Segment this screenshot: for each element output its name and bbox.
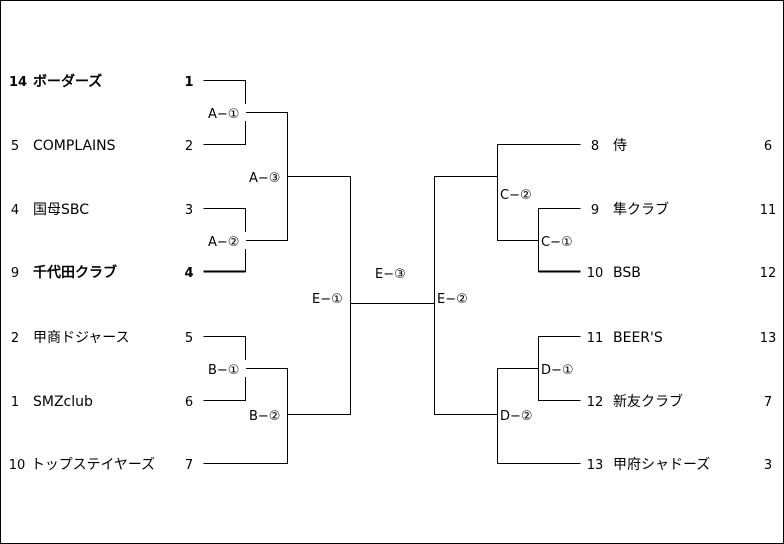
label-bg (559, 232, 579, 249)
match-label-b1: B−① (208, 363, 239, 378)
label-bg (226, 232, 246, 249)
team-seed: 4 (11, 203, 19, 218)
slot-number: 3 (185, 203, 193, 218)
right-team-row: 13 甲府シャドーズ 3 (587, 457, 772, 473)
team-name: 国母SBC (33, 202, 89, 218)
team-seed: 13 (760, 331, 777, 346)
team-name: ボーダーズ (33, 73, 102, 90)
slot-number: 8 (591, 139, 599, 154)
left-team-row: 9 千代田クラブ 4 (11, 264, 194, 281)
team-name: 甲府シャドーズ (613, 457, 710, 473)
match-label-e1: E−① (312, 292, 343, 307)
team-name: SMZclub (33, 394, 93, 410)
team-seed: 2 (11, 331, 19, 346)
label-bg (455, 289, 475, 306)
label-bg (226, 104, 246, 121)
label-bg (267, 406, 287, 423)
label-bg (518, 406, 538, 423)
label-bg (226, 360, 246, 377)
slot-number: 13 (587, 458, 604, 473)
team-name: 甲商ドジャース (33, 330, 130, 346)
team-seed: 7 (764, 395, 772, 410)
label-bg (518, 185, 538, 202)
right-team-row: 9 隼クラブ 11 (591, 201, 776, 218)
bracket-line (287, 176, 351, 415)
team-seed: 12 (760, 266, 777, 281)
slot-number: 12 (587, 395, 604, 410)
right-team-row: 12 新友クラブ 7 (587, 393, 772, 410)
team-name: 侍 (613, 138, 627, 154)
slot-number: 7 (185, 458, 193, 473)
left-team-row: 10 トップステイヤーズ 7 (9, 457, 193, 473)
label-bg (330, 289, 350, 306)
match-label-e3: E−③ (375, 267, 406, 282)
left-team-row: 4 国母SBC 3 (11, 202, 193, 218)
right-team-row: 8 侍 6 (591, 138, 772, 154)
match-label-d2: D−② (500, 409, 533, 424)
bracket-line (434, 176, 498, 415)
left-team-row: 2 甲商ドジャース 5 (11, 330, 193, 346)
left-team-row: 1 SMZclub 6 (11, 394, 193, 410)
team-name: 千代田クラブ (33, 264, 117, 281)
match-label-a2: A−② (208, 235, 239, 250)
team-name: 隼クラブ (613, 201, 669, 218)
match-label-c1: C−① (541, 235, 573, 250)
team-seed: 3 (764, 458, 772, 473)
slot-number: 10 (587, 266, 604, 281)
team-seed: 6 (764, 139, 772, 154)
match-label-b2: B−② (249, 409, 280, 424)
team-name: BSB (613, 265, 641, 281)
team-seed: 14 (9, 75, 27, 90)
left-team-row: 5 COMPLAINS 2 (11, 138, 193, 154)
bracket-line (497, 144, 581, 241)
team-seed: 10 (9, 458, 26, 473)
team-name: トップステイヤーズ (31, 457, 155, 473)
team-name: BEER'S (613, 330, 663, 346)
slot-number: 6 (185, 395, 193, 410)
bracket-line (203, 368, 288, 464)
label-bg (267, 168, 287, 185)
bracket-line (497, 368, 581, 464)
slot-number: 4 (184, 266, 193, 281)
team-seed: 1 (11, 395, 19, 410)
match-label-c2: C−② (500, 188, 532, 203)
right-team-row: 11 BEER'S 13 (587, 330, 777, 346)
match-label-a1: A−① (208, 107, 239, 122)
team-seed: 5 (11, 139, 19, 154)
team-seed: 11 (760, 203, 777, 218)
right-team-row: 10 BSB 12 (587, 265, 777, 281)
match-label-a3: A−③ (249, 171, 280, 186)
match-label-e2: E−② (437, 292, 468, 307)
slot-number: 5 (185, 331, 193, 346)
team-name: 新友クラブ (613, 393, 683, 410)
slot-number: 1 (184, 75, 193, 90)
label-bg (559, 360, 579, 377)
team-name: COMPLAINS (33, 138, 116, 154)
slot-number: 11 (587, 331, 604, 346)
team-seed: 9 (11, 266, 19, 281)
slot-number: 9 (591, 203, 599, 218)
left-team-row: 14 ボーダーズ 1 (9, 73, 194, 90)
slot-number: 2 (185, 139, 193, 154)
match-label-d1: D−① (541, 363, 574, 378)
